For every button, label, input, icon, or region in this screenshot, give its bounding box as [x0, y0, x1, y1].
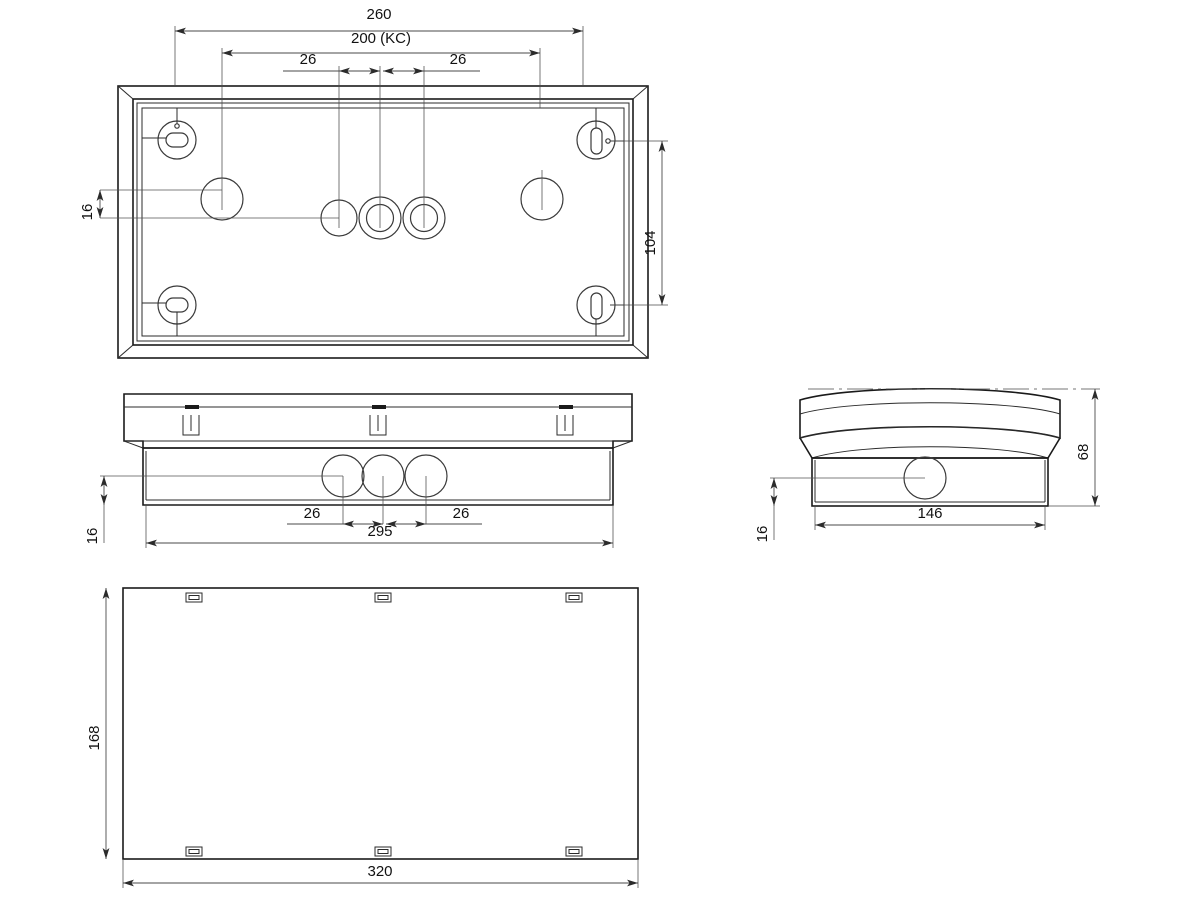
- bottom-slot-bottom-2: [374, 846, 392, 857]
- plan-inner-wall: [141, 107, 625, 337]
- plan-knockout-center-1: [320, 190, 358, 237]
- side-skirt-curve: [811, 446, 1049, 459]
- front-tab-3: [559, 405, 573, 409]
- front-clip-1: [182, 415, 200, 436]
- dim-260: 260: [174, 6, 584, 86]
- front-knockout-1: [321, 454, 365, 524]
- front-knockout-3: [404, 454, 448, 524]
- dim-26-plan-right: 26: [383, 51, 480, 186]
- bottom-slot-top-2: [374, 592, 392, 603]
- dim-320: 320: [122, 859, 639, 888]
- plan-knockout-right-large: [520, 170, 564, 221]
- plan-keyhole-bottom-right: [576, 285, 624, 336]
- dim-295-label: 295: [367, 523, 392, 540]
- bottom-plate-view: 168 320: [86, 587, 639, 888]
- dim-200kc-label: 200 (KC): [351, 30, 411, 47]
- dim-16-front: 16: [84, 476, 108, 545]
- front-tab-2: [372, 405, 386, 409]
- dim-16-side-label: 16: [754, 526, 771, 543]
- dim-26-plan-right-label: 26: [450, 51, 467, 68]
- dim-26-plan-left-label: 26: [300, 51, 317, 68]
- plan-keyhole-top-left: [142, 108, 197, 160]
- plan-bevel-corner-tr: [632, 85, 649, 100]
- side-elevation-view: 68 16 146: [754, 387, 1100, 543]
- plan-outer-body: [117, 85, 649, 359]
- plan-bevel-corner-bl: [117, 344, 134, 359]
- side-lid-skirt: [799, 437, 1061, 459]
- bottom-slot-top-3: [565, 592, 583, 603]
- dim-146: 146: [814, 505, 1046, 530]
- bottom-slot-bottom-3: [565, 846, 583, 857]
- dim-68-label: 68: [1075, 444, 1092, 461]
- dim-26-plan-left: 26: [283, 51, 381, 190]
- dim-168: 168: [86, 588, 110, 859]
- dim-16-side: 16: [754, 478, 778, 543]
- dim-295: 295: [145, 505, 614, 548]
- plan-bevel-corner-tl: [117, 85, 134, 100]
- bottom-slot-bottom-1: [185, 846, 203, 857]
- plan-knockout-left-large: [200, 170, 244, 221]
- plan-bevel-inner: [132, 98, 634, 346]
- dim-168-label: 168: [86, 725, 103, 750]
- front-bevel-left: [123, 440, 144, 449]
- dim-16-plan-label: 16: [79, 204, 96, 221]
- plan-keyhole-top-right: [576, 108, 624, 160]
- dim-200-kc: 200 (KC): [221, 30, 541, 170]
- dim-146-label: 146: [917, 505, 942, 522]
- dim-104: 104: [610, 140, 668, 306]
- dim-26-front-right-label: 26: [453, 505, 470, 522]
- plan-keyhole-bottom-left: [142, 285, 197, 336]
- dim-26-front-left: 26: [287, 505, 383, 528]
- plan-view: 260 200 (KC) 26 26: [79, 6, 668, 359]
- dim-320-label: 320: [367, 863, 392, 880]
- front-clip-2: [369, 415, 387, 436]
- front-tab-1: [185, 405, 199, 409]
- front-knockout-2: [361, 454, 405, 524]
- dim-68: 68: [1048, 389, 1100, 507]
- dim-260-label: 260: [366, 6, 391, 23]
- side-lid-seam: [799, 402, 1061, 415]
- plan-rim-line: [136, 102, 630, 342]
- dim-16-plan: 16: [79, 190, 104, 221]
- front-elevation-view: 16 26 26 295: [84, 393, 633, 548]
- plan-knockout-center-2: [358, 186, 402, 240]
- front-clip-3: [556, 415, 574, 436]
- dim-26-front-right: 26: [386, 505, 482, 528]
- dim-16-front-label: 16: [84, 528, 101, 545]
- dim-104-label: 104: [642, 230, 659, 255]
- dim-26-front-left-label: 26: [304, 505, 321, 522]
- plan-knockout-center-3: [402, 186, 446, 240]
- plan-bevel-corner-br: [632, 344, 649, 359]
- front-bevel-right: [612, 440, 633, 449]
- bottom-slot-top-1: [185, 592, 203, 603]
- side-lid-lower-curve: [799, 426, 1061, 439]
- bottom-plate-outline: [122, 587, 639, 860]
